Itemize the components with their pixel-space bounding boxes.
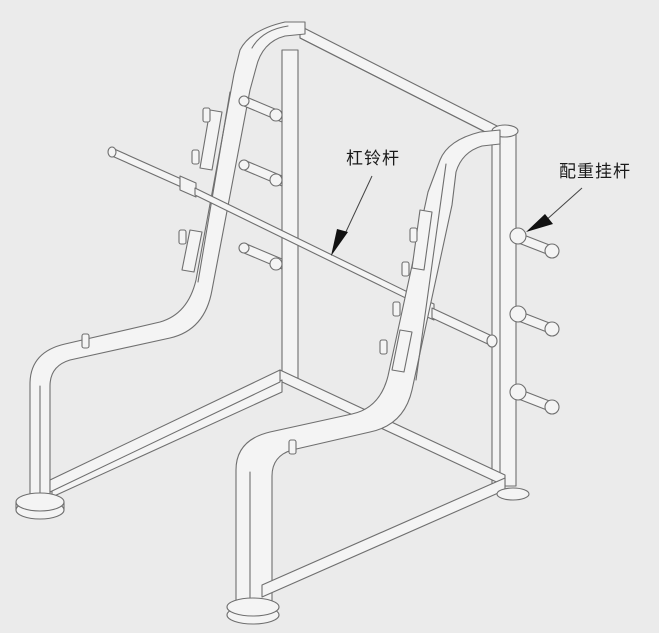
left-base-rail: [49, 369, 281, 493]
rear-right-post: [491, 124, 519, 487]
barbell-callout-arrow: [331, 175, 373, 256]
right-weight-horns: [509, 227, 560, 415]
weight-hanger-label: 配重挂杆: [559, 162, 631, 182]
right-foot-pad: [226, 487, 530, 625]
rear-left-post: [281, 49, 299, 381]
left-side-frame: [29, 21, 306, 501]
front-base-rail: [261, 477, 506, 598]
barbell-label: 杠铃杆: [346, 149, 400, 169]
adjustment-pins: [81, 107, 418, 455]
weight-hanger-callout-arrow: [526, 187, 583, 232]
left-foot-pad: [15, 492, 65, 520]
front-right-frame: [235, 129, 501, 611]
rear-top-crossbar: [299, 25, 506, 143]
rear-left-horns: [238, 95, 283, 271]
